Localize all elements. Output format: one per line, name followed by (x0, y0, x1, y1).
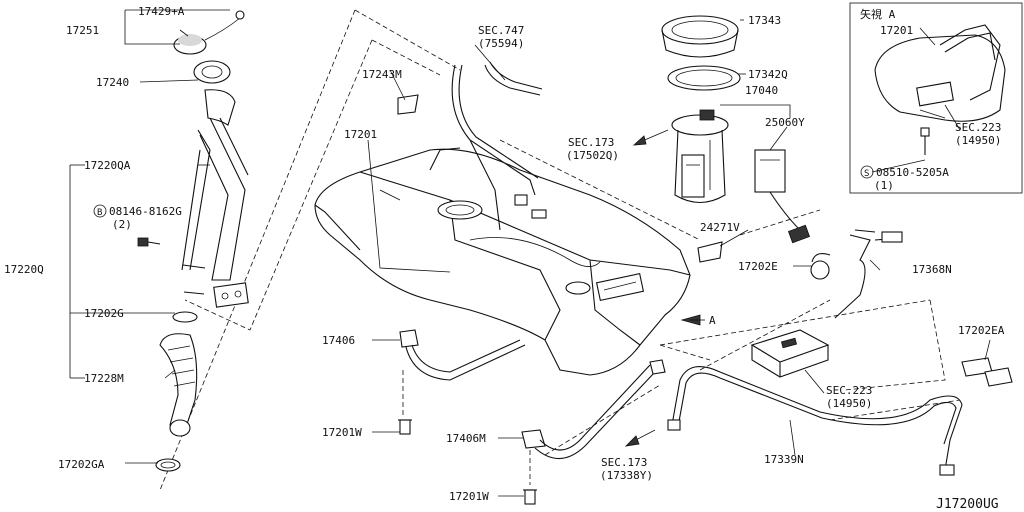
leader-lines (69, 9, 991, 497)
part-labels: 17429+A 17251 17240 17220QA B 08146-8162… (4, 5, 1005, 512)
bolt-17201w-b (523, 489, 537, 505)
label-17343: 17343 (748, 14, 781, 27)
label-view-a: A (709, 314, 716, 327)
label-17342q: 17342Q (748, 68, 788, 81)
label-sec173a-ref: (17502Q) (566, 149, 619, 162)
filler-tube (181, 89, 249, 308)
bracket-17406 (399, 329, 526, 381)
label-17201w-b: 17201W (449, 490, 489, 503)
inset-view-a (849, 2, 1023, 194)
label-17220q: 17220Q (4, 263, 44, 276)
drawing-id: J17200UG (936, 497, 999, 512)
inset-label-17201: 17201 (880, 24, 913, 37)
label-17368n: 17368N (912, 263, 952, 276)
sender-25060y (754, 149, 811, 244)
label-17251: 17251 (66, 24, 99, 37)
label-17406: 17406 (322, 334, 355, 347)
bolt-symbol-b (93, 204, 107, 218)
label-sec223: SEC.223 (826, 384, 872, 397)
label-17220qa: 17220QA (84, 159, 131, 172)
tank-bracket-17243m (397, 94, 419, 115)
screw-symbol-s (860, 165, 874, 179)
inset-bolt-symbol: S (864, 169, 869, 179)
clip-17202ea (961, 357, 1013, 387)
label-08146: 08146-8162G (109, 205, 182, 218)
inset-label-bolt-qty: (1) (874, 179, 894, 192)
lock-ring-17343 (661, 15, 739, 58)
inset-label-sec223: SEC.223 (955, 121, 1001, 134)
label-17202ea: 17202EA (958, 324, 1005, 337)
filler-ring (193, 60, 231, 84)
plate-24271v (697, 241, 723, 263)
fuel-pump-17040 (671, 109, 729, 204)
bolt-17201w-a (398, 419, 412, 435)
label-sec173a: SEC.173 (568, 136, 614, 149)
inset-label-bolt: 08510-5205A (876, 166, 949, 179)
label-24271v: 24271V (700, 221, 740, 234)
label-25060y: 25060Y (765, 116, 805, 129)
view-arrow-a (680, 314, 705, 326)
bolt-08146 (137, 237, 161, 247)
inset-label-sec223-ref: (14950) (955, 134, 1001, 147)
evap-line-17339n (667, 366, 963, 476)
label-sec747: SEC.747 (478, 24, 524, 37)
hose-17368n (834, 229, 903, 319)
label-17228m: 17228M (84, 372, 124, 385)
label-17202ga: 17202GA (58, 458, 105, 471)
vent-tube (451, 64, 539, 231)
fuel-tank (314, 147, 691, 376)
filler-hose (159, 333, 198, 437)
evap-canister (750, 329, 830, 378)
label-17429a: 17429+A (138, 5, 185, 18)
label-17339n: 17339N (764, 453, 804, 466)
label-sec747-ref: (75594) (478, 37, 524, 50)
inset-title: 矢視 A (860, 7, 896, 21)
clamp-17202g (172, 311, 198, 323)
label-17202e: 17202E (738, 260, 778, 273)
label-17201: 17201 (344, 128, 377, 141)
seal-17342q (667, 65, 741, 91)
label-sec173b: SEC.173 (601, 456, 647, 469)
sec173a-arrow (632, 129, 669, 146)
clip-17202e (810, 253, 831, 280)
label-17243m: 17243M (362, 68, 402, 81)
label-17040: 17040 (745, 84, 778, 97)
sec173b-arrow (624, 429, 656, 447)
filler-cap-assembly (173, 10, 245, 55)
bracket-17406m (521, 359, 666, 460)
assembly-boundaries (159, 9, 961, 491)
label-17406m: 17406M (446, 432, 486, 445)
label-sec223-ref: (14950) (826, 397, 872, 410)
label-17201w-a: 17201W (322, 426, 362, 439)
label-17240: 17240 (96, 76, 129, 89)
clamp-17202ga (155, 458, 181, 472)
label-17202g: 17202G (84, 307, 124, 320)
label-08146-qty: (2) (112, 218, 132, 231)
label-sec173b-ref: (17338Y) (600, 469, 653, 482)
label-bolt-symbol: B (97, 208, 102, 218)
